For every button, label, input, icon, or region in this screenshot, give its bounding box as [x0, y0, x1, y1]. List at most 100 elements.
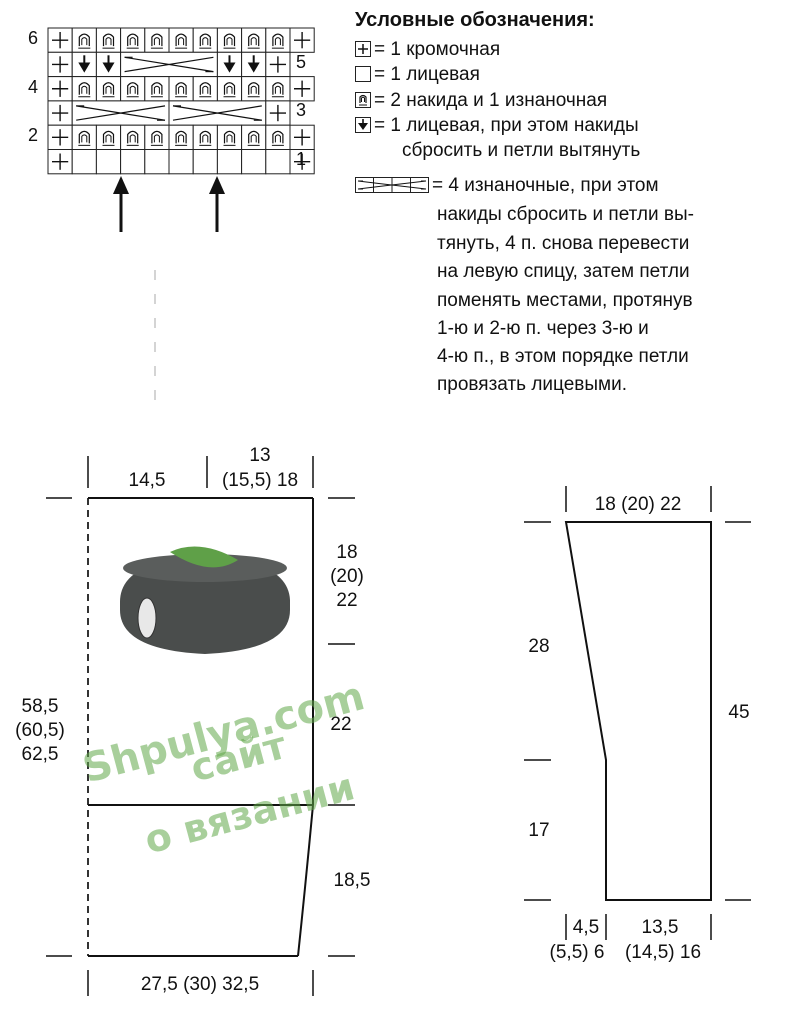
chart-cell — [144, 27, 170, 53]
double-yarn-over-icon — [248, 82, 260, 95]
sleeve-lower-height: 17 — [528, 820, 549, 841]
legend-cross-line-2: тянуть, 4 п. снова перевести — [437, 233, 690, 254]
body-total-height-1: 58,5 — [22, 696, 59, 717]
empty-box-icon — [355, 66, 371, 82]
chart-cell — [192, 124, 218, 150]
double-yarn-over-icon — [248, 33, 260, 47]
double-yarn-over-icon — [272, 82, 284, 95]
drop-arrow-glyph — [358, 119, 368, 130]
double-yarn-over-icon — [178, 85, 185, 94]
body-top-right-width-2: (15,5) 18 — [222, 470, 298, 491]
chart-cell — [71, 27, 97, 53]
sleeve-total-height: 45 — [728, 702, 749, 723]
double-yarn-over-icon — [105, 134, 112, 143]
double-yarn-over-icon — [151, 82, 163, 95]
double-yarn-over-icon — [102, 82, 115, 95]
legend-item-knit: = 1 лицевая — [355, 63, 480, 87]
chart-cell — [144, 149, 170, 175]
double-yarn-over-icon — [274, 134, 281, 143]
sleeve-bottom-right-width-1: 13,5 — [642, 917, 679, 938]
row-number-2: 2 — [28, 125, 38, 145]
double-yarn-over-icon — [151, 130, 163, 144]
legend-cross-line-4: поменять местами, протянув — [437, 290, 693, 311]
body-total-height-3: 62,5 — [22, 744, 59, 765]
double-yarn-over-icon — [81, 85, 88, 94]
sleeve-bottom-right-width-2: (14,5) 16 — [625, 942, 701, 963]
double-yarn-over-icon — [153, 134, 160, 143]
chart-cell — [71, 124, 97, 150]
double-yarn-over-icon — [81, 37, 88, 46]
chart-cell — [95, 76, 122, 102]
legend-item-yarnover: = 2 накида и 1 изнаночная — [355, 89, 607, 113]
chart-cell — [192, 76, 218, 102]
legend-cross-line-6: 4-ю п., в этом порядке петли — [437, 346, 689, 367]
chart-cell — [168, 124, 194, 150]
body-armhole-height-1: 18 — [336, 542, 357, 563]
chart-cell — [192, 149, 218, 175]
cable-cross-stroke — [172, 105, 262, 121]
chart-cell — [241, 76, 267, 102]
double-yarn-over-icon — [178, 134, 185, 143]
yarn-over-glyph — [359, 94, 367, 106]
row-number-1: 1 — [296, 149, 306, 169]
double-yarn-over-icon — [250, 85, 257, 94]
cable-cross-stroke — [124, 56, 214, 73]
double-yarn-over-icon — [199, 82, 211, 95]
double-yarn-over-icon — [226, 85, 233, 94]
chart-cell — [71, 149, 97, 175]
legend-cross-line-1: накиды сбросить и петли вы- — [437, 204, 694, 225]
double-yarn-over-icon — [102, 33, 115, 47]
body-total-height-2: (60,5) — [15, 720, 65, 741]
yarn-cone-top — [123, 554, 287, 582]
double-yarn-over-icon — [272, 130, 284, 144]
double-yarn-over-icon — [202, 134, 209, 143]
chart-cell — [216, 76, 243, 102]
sleeve-outline — [564, 521, 712, 901]
double-yarn-over-icon — [223, 130, 236, 144]
double-yarn-over-icon — [78, 33, 90, 47]
chart-cell — [168, 27, 194, 53]
legend-text-cross: = 4 изнаночные, при этом — [432, 175, 659, 196]
yarn-cone-body — [120, 556, 290, 654]
chart-cell — [216, 149, 243, 175]
double-yarn-over-icon — [78, 130, 90, 144]
chart-cell — [216, 27, 243, 53]
knitting-chart — [47, 27, 315, 175]
chart-cell — [168, 76, 194, 102]
chart-cell — [144, 124, 170, 150]
legend-text-selvage: = 1 кромочная — [374, 39, 501, 60]
chart-cell — [241, 27, 267, 53]
body-bottom-width: 27,5 (30) 32,5 — [141, 974, 259, 995]
double-yarn-over-icon — [355, 92, 371, 108]
cross-4-icon — [355, 177, 429, 193]
body-top-right-width-1: 13 — [249, 445, 270, 466]
chart-row-numbers: 6 4 2 5 3 1 — [28, 28, 306, 169]
double-yarn-over-icon — [250, 37, 257, 46]
chart-cell — [120, 27, 146, 53]
chart-cell — [265, 124, 291, 150]
sleeve-bottom-left-width-2: (5,5) 6 — [550, 942, 605, 963]
double-yarn-over-icon — [153, 85, 160, 94]
double-yarn-over-icon — [129, 85, 136, 94]
double-yarn-over-icon — [105, 37, 112, 46]
row-number-4: 4 — [28, 77, 38, 97]
row-number-3: 3 — [296, 100, 306, 120]
double-yarn-over-icon — [274, 37, 281, 46]
double-yarn-over-icon — [223, 33, 236, 47]
double-yarn-over-icon — [175, 33, 187, 47]
chart-cell — [120, 149, 146, 175]
double-yarn-over-icon — [81, 134, 88, 143]
chart-cell — [241, 124, 267, 150]
double-yarn-over-icon — [202, 85, 209, 94]
chart-cell — [168, 149, 194, 175]
plus-box-icon — [355, 41, 371, 57]
body-side-edge — [297, 804, 314, 957]
double-yarn-over-icon — [175, 82, 187, 95]
chart-cell — [95, 124, 122, 150]
body-armhole-height-3: 22 — [336, 590, 357, 611]
chart-cell — [95, 149, 122, 175]
legend-text-drop: = 1 лицевая, при этом накиды — [374, 115, 639, 136]
sleeve-upper-height: 28 — [528, 636, 549, 657]
double-yarn-over-icon — [226, 37, 233, 46]
